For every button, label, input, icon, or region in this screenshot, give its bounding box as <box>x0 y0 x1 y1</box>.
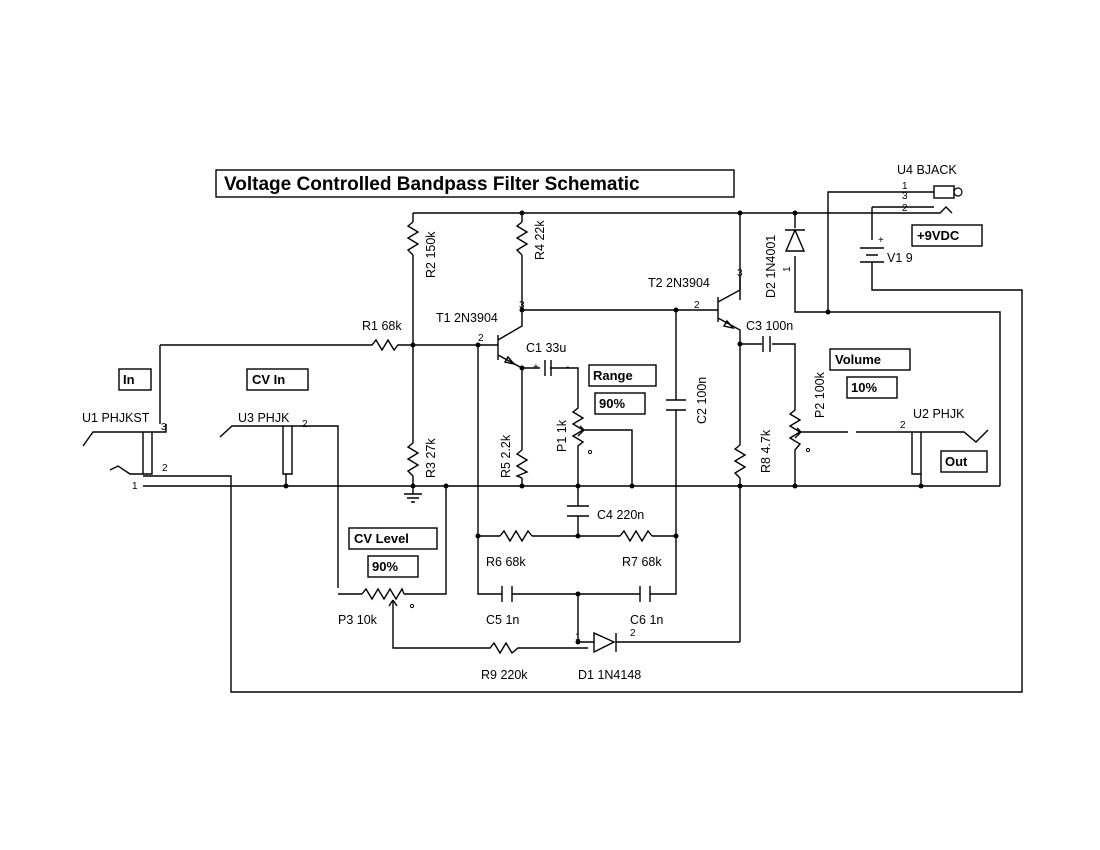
r1-label: R1 68k <box>362 319 402 333</box>
u4-pin-2: 2 <box>902 203 908 214</box>
p2-label: P2 100k <box>813 371 827 418</box>
u4-label: U4 BJACK <box>897 163 957 177</box>
c1-plus: + <box>533 362 539 373</box>
p1-label: P1 1k <box>555 419 569 452</box>
capacitor-c2: C2 100n <box>666 377 709 424</box>
u3-pin-2: 2 <box>302 419 308 430</box>
u4-pin-3: 3 <box>902 191 908 202</box>
c1-label: C1 33u <box>526 341 566 355</box>
u1-label: U1 PHJKST <box>82 411 150 425</box>
range-label: Range <box>593 368 633 383</box>
capacitor-c1: C1 33u + - <box>526 341 569 376</box>
capacitor-c5: C5 1n <box>486 586 519 627</box>
cv-level-label-box: CV Level <box>348 527 438 550</box>
resistor-r4: R4 22k <box>515 220 547 260</box>
out-label: Out <box>945 454 968 469</box>
range-label-box: Range <box>588 364 657 387</box>
capacitor-c4: C4 220n <box>567 505 644 522</box>
transistor-t1: T1 2N3904 2 3 <box>436 300 525 369</box>
t2-pin-collector: 3 <box>737 268 743 279</box>
volume-label-box: Volume <box>829 348 911 371</box>
u2-label: U2 PHJK <box>913 407 965 421</box>
jack-u4: U4 BJACK 1 3 2 <box>897 163 963 214</box>
potentiometer-p3: P3 10k <box>338 587 415 627</box>
t2-label: T2 2N3904 <box>648 276 710 290</box>
out-label-box: Out <box>940 450 988 473</box>
resistor-r8: R8 4.7k <box>733 429 773 479</box>
r6-label: R6 68k <box>486 555 526 569</box>
u4-pin-1: 1 <box>902 181 908 192</box>
capacitor-c3: C3 100n <box>746 319 793 352</box>
v1-label: V1 9 <box>887 251 913 265</box>
battery-v1: V1 9 + <box>860 235 913 265</box>
wires <box>82 191 1023 693</box>
c6-label: C6 1n <box>630 613 663 627</box>
title-box: Voltage Controlled Bandpass Filter Schem… <box>215 169 735 198</box>
d1-pin-2: 2 <box>630 628 636 639</box>
u1-pin-1: 1 <box>132 481 138 492</box>
t1-label: T1 2N3904 <box>436 311 498 325</box>
u2-pin-2: 2 <box>900 420 906 431</box>
p3-label: P3 10k <box>338 613 378 627</box>
supply-label: +9VDC <box>917 228 960 243</box>
c3-label: C3 100n <box>746 319 793 333</box>
c5-label: C5 1n <box>486 613 519 627</box>
range-value-box[interactable]: 90% <box>594 392 646 415</box>
r4-label: R4 22k <box>533 220 547 260</box>
diode-d2: D2 1N4001 1 <box>764 228 806 298</box>
in-label: In <box>123 372 135 387</box>
ground-symbol <box>404 486 422 503</box>
r2-label: R2 150k <box>424 231 438 278</box>
volume-value-box[interactable]: 10% <box>846 376 898 399</box>
u1-pin-2: 2 <box>162 463 168 474</box>
volume-label: Volume <box>835 352 881 367</box>
u1-pin-3: 3 <box>161 422 167 433</box>
range-value: 90% <box>599 396 625 411</box>
cv-in-label: CV In <box>252 372 285 387</box>
d2-pin-1: 1 <box>782 266 793 272</box>
resistor-r3: R3 27k <box>406 438 438 478</box>
c1-minus: - <box>566 362 569 373</box>
r3-label: R3 27k <box>424 438 438 478</box>
resistor-r9: R9 220k <box>480 641 528 682</box>
resistor-r6: R6 68k <box>486 529 533 569</box>
d2-label: D2 1N4001 <box>764 235 778 298</box>
r8-label: R8 4.7k <box>759 429 773 473</box>
t1-pin-collector: 3 <box>519 300 525 311</box>
resistor-r2: R2 150k <box>406 221 438 278</box>
d1-label: D1 1N4148 <box>578 668 641 682</box>
t2-pin-base: 2 <box>694 300 700 311</box>
v1-plus: + <box>878 235 884 246</box>
schematic-title: Voltage Controlled Bandpass Filter Schem… <box>224 174 640 195</box>
cv-level-label: CV Level <box>354 531 409 546</box>
u3-label: U3 PHJK <box>238 411 290 425</box>
resistor-r7: R7 68k <box>619 529 662 569</box>
c2-label: C2 100n <box>695 377 709 424</box>
potentiometer-p1: P1 1k <box>555 392 593 455</box>
r9-label: R9 220k <box>481 668 528 682</box>
r5-label: R5 2.2k <box>499 434 513 478</box>
potentiometer-p2: P2 100k <box>788 371 827 456</box>
r7-label: R7 68k <box>622 555 662 569</box>
d1-pin-1: 1 <box>575 632 581 643</box>
c4-label: C4 220n <box>597 508 644 522</box>
cv-level-value: 90% <box>372 559 398 574</box>
cv-level-value-box[interactable]: 90% <box>367 555 419 578</box>
cv-in-label-box: CV In <box>246 368 309 391</box>
capacitor-c6: C6 1n <box>630 586 663 627</box>
transistor-t2: T2 2N3904 2 3 <box>648 268 743 344</box>
in-label-box: In <box>118 368 152 391</box>
resistor-r5: R5 2.2k <box>499 434 529 479</box>
resistor-r1: R1 68k <box>360 319 402 352</box>
diode-d1: D1 1N4148 1 2 <box>575 628 641 682</box>
volume-value: 10% <box>851 380 877 395</box>
supply-label-box: +9VDC <box>911 224 983 247</box>
t1-pin-base: 2 <box>478 333 484 344</box>
